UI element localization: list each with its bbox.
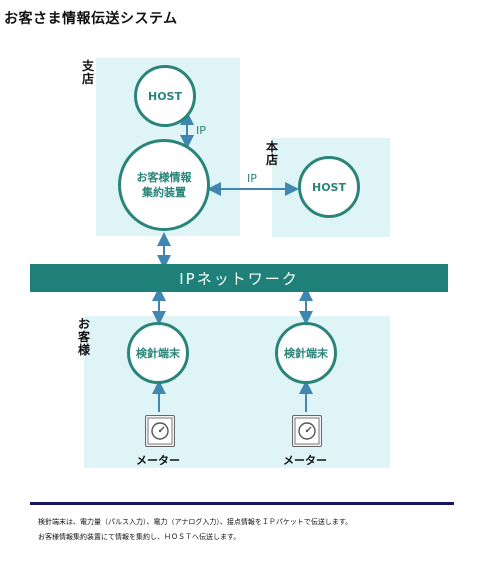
page-title: お客さま情報伝送システム [4,11,178,27]
terminal-left-label: 検針端末 [136,347,180,360]
note-line-1: 検針端末は、電力量（パルス入力）、電力（アナログ入力）、接点情報をＩＰパケットで… [38,518,353,526]
divider-rule [30,502,454,505]
ip-network-bar: IPネットワーク [30,264,448,292]
aggregator-node: お客様情報 集約装置 [118,139,210,231]
main-office-zone-label: 本店 [266,140,279,167]
meter-left-label: メーター [136,454,180,467]
terminal-left-node: 検針端末 [127,322,189,384]
host-main-label: HOST [312,180,346,194]
terminal-right-node: 検針端末 [275,322,337,384]
meter-icon [145,415,175,447]
meter-right-label: メーター [283,454,327,467]
note-line-2: お客様情報集約装置にて情報を集約し、ＨＯＳＴへ伝送します。 [38,533,241,541]
host-main-node: HOST [298,156,360,218]
ip-network-label: IPネットワーク [179,269,299,288]
meter-icon [292,415,322,447]
ip-label-vertical: IP [196,124,206,137]
ip-label-horizontal: IP [247,172,257,185]
aggregator-label-line2: 集約装置 [142,186,186,199]
host-branch-node: HOST [134,65,196,127]
terminal-right-label: 検針端末 [284,347,328,360]
customer-zone-label: お客様 [78,317,91,357]
host-branch-label: HOST [148,89,182,103]
aggregator-label-line1: お客様情報 [136,171,192,184]
branch-zone-label: 支店 [82,59,95,86]
